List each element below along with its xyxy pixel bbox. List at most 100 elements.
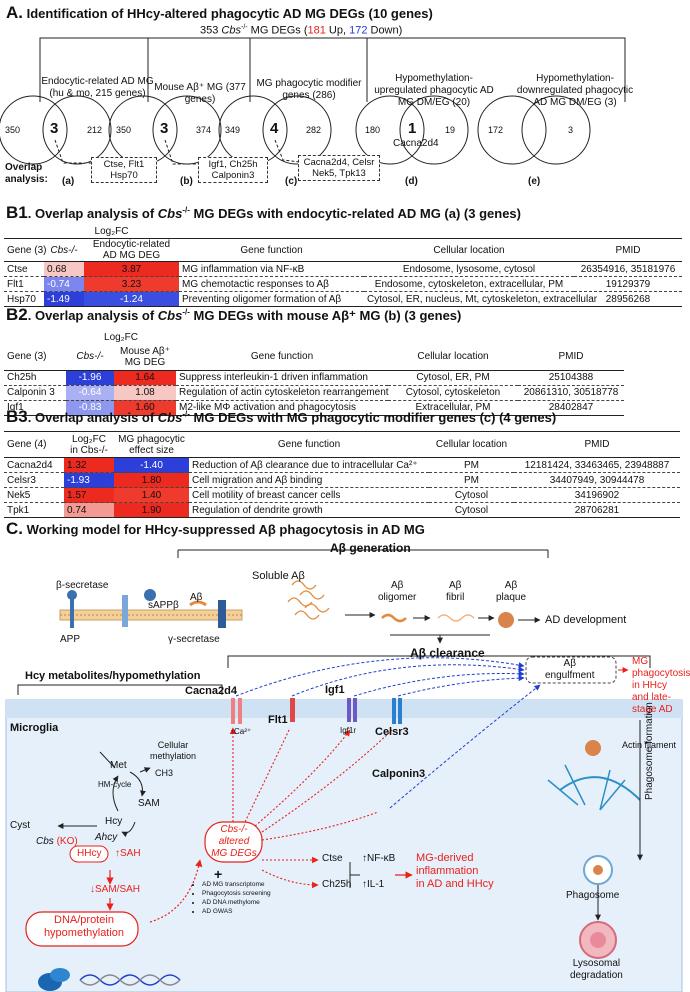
panel-a-heading: A. Identification of HHcy-altered phagoc… bbox=[6, 3, 433, 23]
panel-a-letter: A. bbox=[6, 3, 23, 22]
igf1r-label: Igf1r bbox=[340, 726, 357, 735]
venn-b-left: 350 bbox=[116, 125, 132, 135]
list-item: AD MG transcriptome bbox=[202, 880, 271, 889]
table-cell-loc: Endosome, cytoskeleton, extracellular, P… bbox=[364, 276, 574, 292]
table-cell-pmid: 28956268 bbox=[574, 291, 682, 307]
b3-h-pmid: PMID bbox=[584, 439, 610, 450]
set-title-d: Hypomethylation-upregulated phagocytic A… bbox=[374, 73, 494, 108]
b1-h-pmid: PMID bbox=[615, 244, 641, 256]
venn-c-mid: 4 bbox=[270, 120, 279, 137]
plaque-shape bbox=[498, 612, 514, 628]
panel-c-letter: C. bbox=[6, 519, 23, 538]
list-item: AD GWAS bbox=[202, 907, 271, 916]
celsr3-label: Celsr3 bbox=[375, 726, 409, 738]
deg-mid: MG DEGs ( bbox=[247, 24, 308, 37]
b2-h-gene: Gene (3) bbox=[7, 351, 47, 363]
list-item: Phagocytosis screening bbox=[202, 889, 271, 898]
table-cell-v2: 1.90 bbox=[114, 502, 189, 518]
table-cell-pmid: 25104388 bbox=[518, 370, 624, 386]
table-cell-v1: -0.64 bbox=[66, 385, 114, 401]
table-cell-v2: -1.40 bbox=[114, 457, 189, 473]
soluble-ab-cluster bbox=[287, 580, 330, 620]
panel-b2-heading: B2. Overlap analysis of Cbs-/- MG DEGs w… bbox=[6, 305, 461, 325]
hcy-metabolites-label: Hcy metabolites/hypomethylation bbox=[25, 670, 201, 682]
overlap-box-b: Igf1, Ch25h Calponin3 bbox=[198, 157, 268, 183]
hm-cycle-label: HM-cycle bbox=[98, 780, 132, 789]
phagosome-area bbox=[547, 720, 643, 959]
b3-h-col1: Log₂FC in Cbs-/- bbox=[70, 433, 108, 456]
plus-label: + bbox=[214, 866, 223, 882]
table-cell-pmid: 12181424, 33463465, 23948887 bbox=[514, 457, 680, 473]
table-cell-v1: -0.83 bbox=[66, 400, 114, 416]
venn-e-right: 3 bbox=[568, 125, 574, 135]
venn-a-right: 212 bbox=[87, 125, 103, 135]
b2-h-pmid: PMID bbox=[558, 351, 584, 363]
table-row-gene: Ch25h bbox=[4, 370, 66, 386]
deg-count: 353 bbox=[200, 24, 222, 37]
b2-h-log2fc: Log₂FC bbox=[104, 331, 138, 343]
venn-e-left: 172 bbox=[488, 125, 504, 135]
il1-label: ↑IL-1 bbox=[362, 879, 385, 890]
hdr-empty bbox=[518, 330, 624, 344]
table-cell-loc: PM bbox=[429, 472, 514, 488]
panel-b1-letter: B1 bbox=[6, 203, 28, 222]
beta-secretase-shape bbox=[122, 595, 128, 627]
panel-b1-heading: B1. Overlap analysis of Cbs-/- MG DEGs w… bbox=[6, 203, 521, 223]
set-title-a: Endocytic-related AD MG (hu & mo, 215 ge… bbox=[41, 76, 154, 99]
dna-hypo-label: DNA/protein hypomethylation bbox=[43, 914, 125, 939]
table-cell-loc: Endosome, lysosome, cytosol bbox=[364, 261, 574, 277]
ca-label: ↑Ca²⁺ bbox=[230, 727, 252, 736]
flt1-label: Flt1 bbox=[268, 714, 288, 726]
table-cell-func: Cell migration and Aβ binding bbox=[189, 472, 429, 488]
tag-c: (c) bbox=[285, 176, 298, 187]
table-cell-loc: Extracellular, PM bbox=[388, 400, 518, 416]
b2-h-cbs: Cbs-/- bbox=[76, 351, 104, 363]
table-row-gene: Ctse bbox=[4, 261, 44, 277]
venn-d-gene: Cacna2d4 bbox=[393, 138, 439, 149]
mg-phagocytosis-label: MG phagocytosis in HHcy and late- stage … bbox=[632, 656, 690, 715]
table-cell-v1: 0.74 bbox=[64, 502, 114, 518]
b1-h-log2fc: Log₂FC bbox=[44, 224, 179, 239]
table-cell-v1: -0.74 bbox=[44, 276, 84, 292]
ab-clearance-label: Aβ clearance bbox=[410, 646, 485, 660]
fibril-shape bbox=[437, 614, 475, 622]
dna-hypomethylation-node bbox=[25, 911, 139, 947]
table-row-gene: Flt1 bbox=[4, 276, 44, 292]
panel-b2-letter: B2 bbox=[6, 305, 28, 324]
table-cell-v1: 1.32 bbox=[64, 457, 114, 473]
phagosome-label: Phagosome bbox=[566, 890, 620, 901]
venn-a-mid: 3 bbox=[50, 120, 59, 137]
actin-label: Actin filament bbox=[622, 740, 677, 750]
table-cell-pmid: 28402847 bbox=[518, 400, 624, 416]
table-cell-v2: 1.80 bbox=[114, 472, 189, 488]
phagosome-formation-label: Phagosome formation bbox=[644, 702, 655, 800]
hdr-empty bbox=[364, 224, 574, 239]
table-cell-pmid: 19129379 bbox=[574, 276, 682, 292]
b1-h-cbs: Cbs-/- bbox=[50, 244, 78, 256]
table-row-gene: Hsp70 bbox=[4, 291, 44, 307]
ab-generation-label: Aβ generation bbox=[330, 541, 411, 555]
table-cell-v2: 3.23 bbox=[84, 276, 179, 292]
venn-c-left: 349 bbox=[225, 125, 241, 135]
b3-h-loc: Cellular location bbox=[435, 439, 508, 450]
panel-a-title: Identification of HHcy-altered phagocyti… bbox=[26, 6, 433, 21]
calponin3-label: Calponin3 bbox=[372, 768, 426, 780]
cyst-label: Cyst bbox=[10, 820, 30, 831]
ch3-label: CH3 bbox=[155, 768, 174, 778]
table-cell-pmid: 34407949, 30944478 bbox=[514, 472, 680, 488]
tag-a: (a) bbox=[62, 176, 75, 187]
b1-h-loc: Cellular location bbox=[433, 244, 505, 256]
table-cell-loc: Cytosol bbox=[429, 502, 514, 518]
app-label: APP bbox=[60, 634, 81, 645]
fibril-label: Aβ fibril bbox=[446, 580, 465, 603]
sam-sah-label: ↓SAM/SAH bbox=[90, 884, 141, 895]
up-word: Up, bbox=[325, 24, 350, 37]
nfkb-label: ↑NF-κB bbox=[362, 853, 396, 864]
cbs-ko-label: Cbs (KO) bbox=[36, 836, 78, 847]
table-cell-loc: Cytosol, ER, PM bbox=[388, 370, 518, 386]
b2-h-func: Gene function bbox=[250, 351, 314, 363]
table-row-gene: Celsr3 bbox=[4, 472, 64, 488]
deg-summary: 353 Cbs-/- MG DEGs (181 Up, 172 Down) bbox=[200, 24, 402, 37]
table-cell-func: Cell motility of breast cancer cells bbox=[189, 487, 429, 503]
